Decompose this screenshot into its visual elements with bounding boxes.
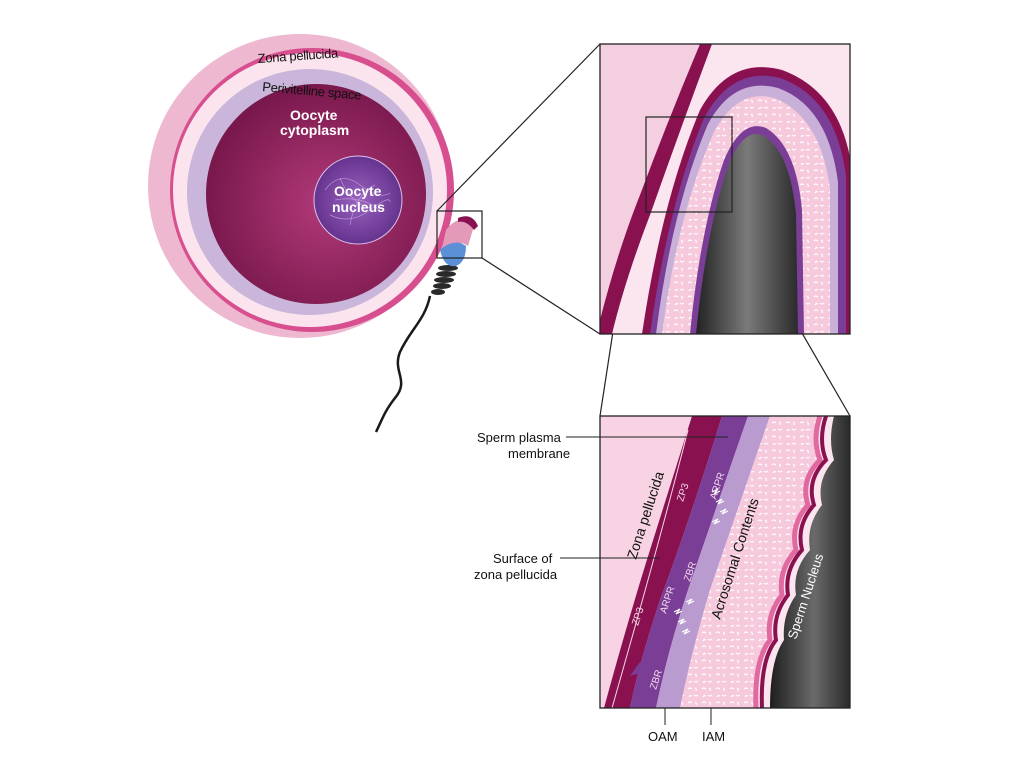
oocyte: Zona pellucida Perivitelline space Oocyt… xyxy=(148,34,454,338)
label-sperm-plasma-membrane-1: Sperm plasma xyxy=(477,430,562,445)
sperm-head-pink xyxy=(442,219,474,248)
label-oam: OAM xyxy=(648,729,678,744)
label-zona-pellucida: Zona pellucida xyxy=(257,45,339,66)
acrosome-reaction-detail: Zona pellucida ZP3 ZP3 ARPR ARPR ZBR ZBR… xyxy=(600,416,850,708)
sperm-nucleus-top xyxy=(696,134,798,334)
zoom-box-small xyxy=(436,210,483,259)
sperm-tail xyxy=(374,295,432,433)
label-oocyte-nucleus-2: nucleus xyxy=(332,199,385,215)
label-oocyte-cytoplasm-2: cytoplasm xyxy=(280,122,349,138)
magnified-acrosome-panel xyxy=(600,44,850,334)
nucleus-chromatin xyxy=(324,177,391,226)
zbr-band xyxy=(630,416,748,708)
label-oocyte-cytoplasm-1: Oocyte xyxy=(290,107,338,123)
label-surface-zona-1: Surface of xyxy=(493,551,553,566)
sperm-head-blue xyxy=(440,241,466,267)
label-iam: IAM xyxy=(702,729,725,744)
label-surface-zona-2: zona pellucida xyxy=(474,567,558,582)
hydrolytic-enzyme-arrows xyxy=(673,488,729,635)
label-oocyte-nucleus-1: Oocyte xyxy=(334,183,382,199)
zoom-box-inner xyxy=(645,116,733,213)
sperm-head-tip xyxy=(458,216,478,230)
acrosomal-contents xyxy=(680,416,820,708)
label-sperm-plasma-membrane-2: membrane xyxy=(508,446,570,461)
callouts: Sperm plasma membrane Surface of zona pe… xyxy=(474,430,728,744)
arpr-band xyxy=(656,416,770,708)
sperm-midpiece xyxy=(431,265,458,295)
zp3-band xyxy=(604,416,722,708)
sperm-nucleus-detail xyxy=(770,416,850,708)
sperm xyxy=(374,210,483,433)
